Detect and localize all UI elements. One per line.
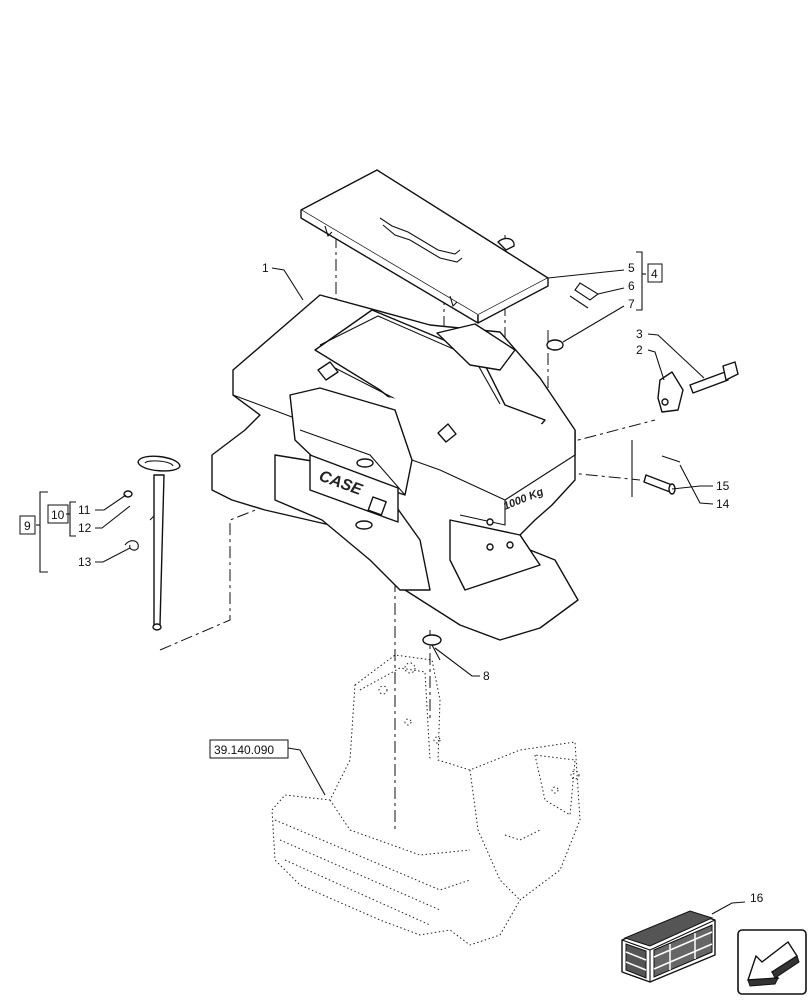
callout-labels: 1 5 6 7 4 3 2 15 14 9 10 11 12 13 8 39.1…: [19, 261, 764, 905]
navigation-arrow-icon[interactable]: [737, 929, 807, 995]
ballast-weight: CASE 1000 Kg: [211, 294, 579, 641]
callout-10-box: [47, 504, 69, 524]
callout-1: 1: [262, 261, 269, 275]
callout-12: 12: [78, 521, 92, 535]
reference-label[interactable]: 39.140.090: [214, 743, 274, 757]
callout-15: 15: [716, 479, 730, 493]
callout-4: 4: [651, 267, 658, 281]
crate-icon: [621, 910, 716, 983]
callout-6: 6: [628, 279, 635, 293]
callout-7: 7: [628, 297, 635, 311]
tractor-front-frame: [271, 654, 581, 946]
callout-3: 3: [636, 327, 643, 341]
callout-9: 9: [24, 519, 31, 533]
callout-8: 8: [483, 669, 490, 683]
callout-9-box: [19, 515, 36, 535]
callout-5: 5: [628, 261, 635, 275]
callout-11: 11: [78, 503, 91, 517]
callout-13: 13: [78, 555, 92, 569]
small-parts: [123, 282, 739, 661]
callout-2: 2: [636, 343, 643, 357]
weight-lid: [300, 169, 549, 324]
callout-4-box: [647, 263, 663, 283]
callout-16: 16: [750, 891, 764, 905]
reference-box: [209, 739, 289, 759]
leader-lines: [36, 251, 746, 915]
callout-10: 10: [51, 508, 65, 522]
callout-14: 14: [716, 497, 730, 511]
